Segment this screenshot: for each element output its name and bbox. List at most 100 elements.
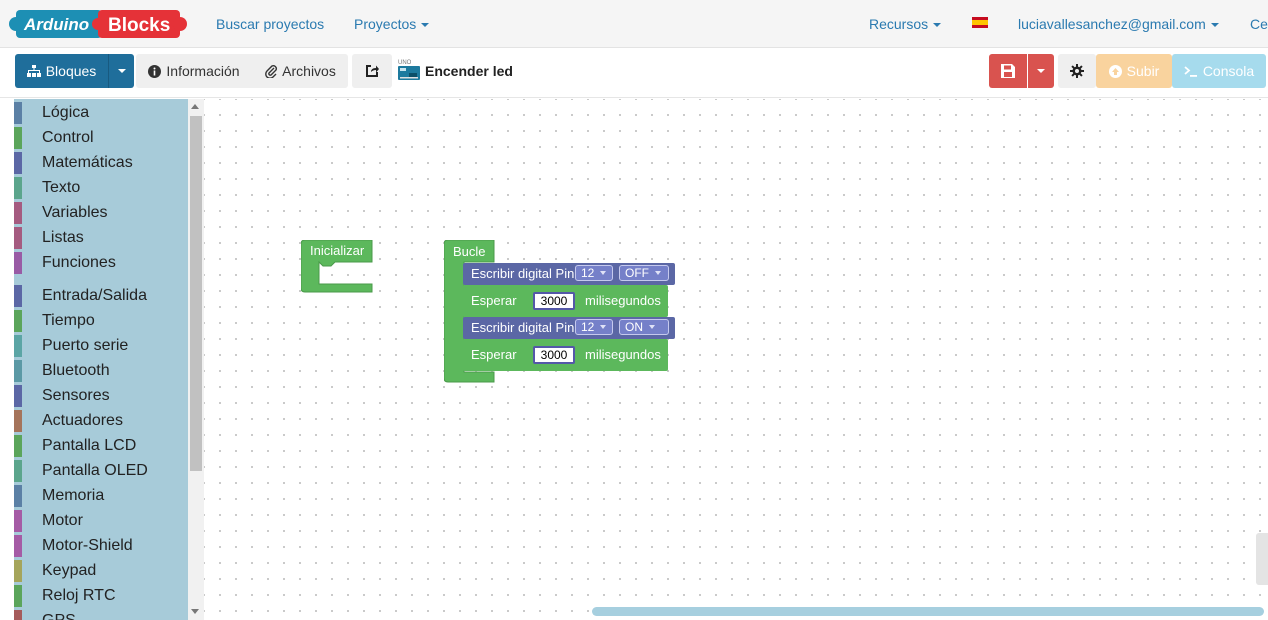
sidebar-category[interactable]: GPS [14,610,188,620]
wait-unit-label: milisegundos [585,293,661,308]
category-color-marker [14,360,22,382]
sidebar-category-label: Pantalla OLED [42,462,148,479]
settings-button[interactable] [1058,54,1096,88]
wait-ms-input[interactable]: 3000 [533,346,575,364]
sidebar-category-label: Variables [42,204,108,221]
sidebar-category[interactable]: Entrada/Salida [14,285,188,307]
sidebar-category[interactable]: Matemáticas [14,152,188,174]
init-block[interactable] [301,240,375,294]
sidebar-category[interactable]: Sensores [14,385,188,407]
sidebar-category[interactable]: Variables [14,202,188,224]
sidebar-category[interactable]: Memoria [14,485,188,507]
category-color-marker [14,435,22,457]
init-block-label: Inicializar [310,243,365,258]
sidebar-category[interactable]: Funciones [14,252,188,274]
chevron-down-icon [1210,23,1219,28]
category-color-marker [14,510,22,532]
info-button[interactable]: Información [144,54,244,88]
nav-resources-menu[interactable]: Recursos [869,16,942,32]
arduino-board-icon: UNO [398,60,420,80]
digital-write-label: Escribir digital Pin [471,320,575,335]
digital-write-block[interactable]: Escribir digital Pin 12 OFF [463,263,675,285]
blockly-workspace[interactable]: Inicializar Bucle Escribir digital Pin 1… [204,99,1268,620]
sitemap-icon [26,65,41,77]
sidebar-category[interactable]: Puerto serie [14,335,188,357]
sidebar-category[interactable]: Motor [14,510,188,532]
sidebar-category-label: Lógica [42,104,90,121]
category-color-marker [14,585,22,607]
blocks-button[interactable]: Bloques [15,54,108,88]
sidebar-category[interactable]: Pantalla LCD [14,435,188,457]
upload-button[interactable]: Subir [1096,54,1172,88]
category-color-marker [14,227,22,249]
sidebar-category[interactable]: Pantalla OLED [14,460,188,482]
sidebar-category-label: Texto [42,179,81,196]
nav-search-projects[interactable]: Buscar proyectos [216,16,325,32]
info-files-group [136,54,348,88]
workspace-horizontal-scrollbar[interactable] [592,607,1264,616]
sidebar-category[interactable]: Lógica [14,102,188,124]
sidebar-scrollbar-thumb[interactable] [190,116,202,471]
sidebar-category[interactable]: Motor-Shield [14,535,188,557]
sidebar-category[interactable]: Actuadores [14,410,188,432]
sidebar-category-label: Keypad [42,562,97,579]
nav-resources-label: Recursos [869,16,929,32]
pin-dropdown[interactable]: 12 [575,319,613,335]
category-color-marker [14,485,22,507]
chevron-down-icon [1037,69,1045,73]
zoom-controls[interactable] [1256,533,1268,585]
nav-user-menu[interactable]: luciavallesanchez@gmail.com [1018,16,1219,32]
sidebar-category-label: Entrada/Salida [42,287,147,304]
loop-block[interactable] [444,240,504,384]
share-button[interactable] [352,54,392,88]
digital-write-block[interactable]: Escribir digital Pin 12 ON [463,317,675,339]
sidebar-category-label: Sensores [42,387,110,404]
category-color-marker [14,177,22,199]
category-color-marker [14,152,22,174]
sidebar-category[interactable]: Tiempo [14,310,188,332]
sidebar-category-label: Control [42,129,94,146]
save-button[interactable] [989,54,1027,88]
sidebar-category[interactable]: Listas [14,227,188,249]
category-color-marker [14,127,22,149]
wait-block[interactable]: Esperar 3000 milisegundos [463,285,668,317]
wait-block[interactable]: Esperar 3000 milisegundos [463,339,668,371]
sidebar-category[interactable]: Control [14,127,188,149]
spain-flag-icon[interactable] [972,17,988,28]
sidebar-category[interactable]: Texto [14,177,188,199]
logo-text-blocks: Blocks [108,15,170,36]
sidebar-category-label: Motor [42,512,83,529]
blocks-dropdown-toggle[interactable] [108,54,134,88]
sidebar-category[interactable]: Bluetooth [14,360,188,382]
state-dropdown[interactable]: OFF [619,265,669,281]
dropdown-arrow-icon [655,271,661,275]
arduinoblocks-logo[interactable]: Arduino Blocks [6,7,188,41]
pin-dropdown[interactable]: 12 [575,265,613,281]
editor-toolbar: Bloques Información Archivos UNO Encende… [0,48,1268,98]
nav-cut-item[interactable]: Ce [1250,16,1268,32]
save-dropdown-toggle[interactable] [1028,54,1054,88]
nav-projects-menu[interactable]: Proyectos [354,16,430,32]
sidebar-category-label: Listas [42,229,84,246]
dropdown-arrow-icon [649,325,655,329]
category-color-marker [14,252,22,274]
state-dropdown[interactable]: ON [619,319,669,335]
category-color-marker [14,560,22,582]
category-color-marker [14,385,22,407]
nav-projects-label: Proyectos [354,16,417,32]
category-color-marker [14,285,22,307]
scroll-down-arrow-icon[interactable] [191,609,199,614]
console-button[interactable]: Consola [1172,54,1266,88]
loop-block-label: Bucle [453,244,486,259]
wait-ms-input[interactable]: 3000 [533,292,575,310]
sidebar-category-label: Puerto serie [42,337,129,354]
nav-user-email: luciavallesanchez@gmail.com [1018,16,1206,32]
sidebar-category[interactable]: Keypad [14,560,188,582]
scroll-up-arrow-icon[interactable] [191,104,199,109]
sidebar-category-label: Funciones [42,254,116,271]
sidebar-category-label: Motor-Shield [42,537,133,554]
category-color-marker [14,610,22,620]
files-button[interactable]: Archivos [258,54,342,88]
sidebar-category[interactable]: Reloj RTC [14,585,188,607]
